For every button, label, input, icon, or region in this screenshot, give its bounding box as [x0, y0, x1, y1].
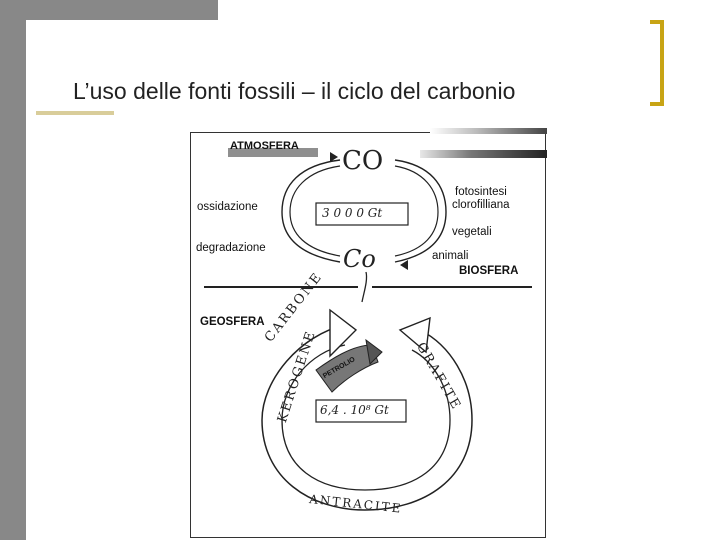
petrolio-band [315, 344, 379, 393]
vegetali-label: vegetali [452, 226, 492, 238]
corner-decoration [0, 0, 218, 20]
left-upper-loop [281, 159, 341, 263]
left-edge-bar [0, 0, 26, 540]
clorofilliana-label: clorofilliana [452, 199, 510, 211]
geosfera-label: GEOSFERA [200, 316, 265, 328]
ossidazione-label: ossidazione [197, 201, 258, 213]
title-underline [36, 111, 114, 115]
atmosfera-smudge [228, 148, 318, 157]
scan-artifact-bar [430, 128, 547, 134]
biosfera-label: BIOSFERA [459, 265, 519, 277]
connector-down [361, 271, 368, 303]
right-inner-loop [394, 165, 439, 257]
left-inner-loop [289, 165, 341, 257]
geo-inner-loop [281, 344, 451, 491]
carbon-cycle-diagram [190, 132, 546, 538]
degradazione-label: degradazione [196, 242, 266, 254]
slide-title: L’uso delle fonti fossili – il ciclo del… [73, 78, 516, 104]
petrolio-arrowhead [365, 338, 383, 366]
atm-reservoir-box [315, 202, 409, 226]
right-upper-loop [394, 159, 447, 263]
fotosintesi-label: fotosintesi [455, 186, 507, 198]
arrowhead-co2-left [330, 152, 338, 162]
atmosfera-label: ATMOSFERA [230, 140, 299, 152]
geo-arrowhead-right [398, 316, 431, 354]
geo-reservoir-value: 6,4 . 10⁸ Gt [320, 403, 389, 417]
arrowhead-co-right [400, 260, 408, 270]
atm-reservoir-value: 3 0 0 0 Gt [322, 206, 383, 220]
co-label: Co [343, 245, 376, 273]
geo-outer-loop [261, 324, 473, 511]
geo-reservoir-box [315, 399, 407, 423]
bracket-decoration [650, 20, 664, 106]
scan-artifact-bar-top [420, 150, 547, 158]
animali-label: animali [432, 250, 469, 262]
co2-label: CO [342, 146, 384, 176]
geo-arrowhead-left [329, 308, 358, 358]
